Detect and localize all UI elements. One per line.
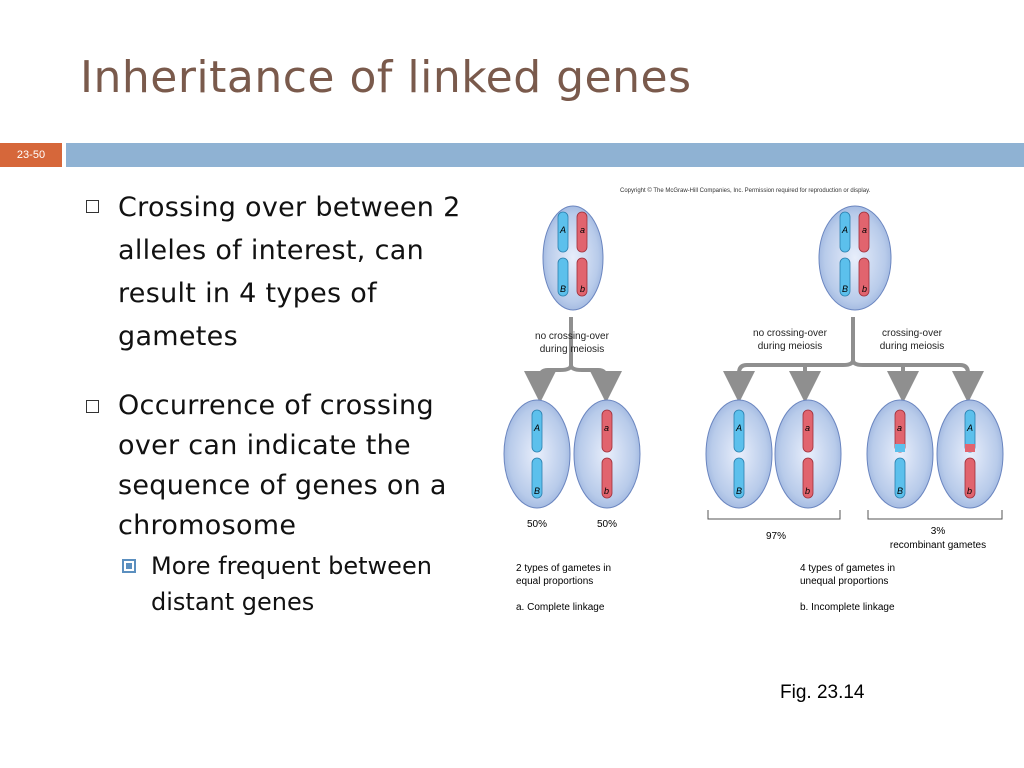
figure-caption: Fig. 23.14 [780, 682, 865, 703]
square-bullet-icon [86, 400, 99, 413]
allele-label: a [580, 225, 585, 235]
panel-caption: a. Complete linkage [516, 602, 605, 613]
parent-cell-a: A a B b [542, 205, 604, 311]
allele-label: a [604, 423, 609, 433]
linkage-figure: Copyright © The McGraw-Hill Companies, I… [503, 187, 1004, 613]
bracket-parental [707, 510, 841, 520]
bullet-text: Occurrence of crossing over can indicate… [118, 390, 447, 541]
gamete-cell: A B [705, 399, 773, 509]
square-bullet-icon [86, 200, 99, 213]
allele-label: A [735, 423, 742, 433]
allele-label: B [897, 486, 903, 496]
arrow-label: during meiosis [758, 341, 822, 352]
header-bar [66, 143, 1024, 167]
allele-label: b [862, 284, 867, 294]
arrow-label: during meiosis [540, 344, 604, 355]
filled-square-bullet-icon [122, 559, 136, 573]
chromosome-red [576, 211, 588, 253]
slide-title: Inheritance of linked genes [80, 52, 692, 103]
slide-number: 23-50 [0, 143, 62, 167]
chromosome-blue [557, 211, 569, 253]
allele-label: b [805, 486, 810, 496]
gamete-cell: A B [503, 399, 571, 509]
recombinant-label: recombinant gametes [890, 540, 986, 551]
gamete-cell: a b [573, 399, 641, 509]
bullet-item: Occurrence of crossing over can indicate… [84, 386, 494, 546]
arrow-label: during meiosis [880, 341, 944, 352]
sub-bullet-item: More frequent between distant genes [118, 548, 494, 620]
chromosome-red [576, 257, 588, 297]
panel-caption: b. Incomplete linkage [800, 602, 895, 613]
allele-label: B [560, 284, 566, 294]
percent-label: 50% [597, 519, 617, 530]
parent-cell-b: A a B b [818, 205, 892, 311]
bullet-text: Crossing over between 2 alleles of inter… [118, 192, 461, 352]
gamete-cell-recombinant: A b [936, 399, 1004, 509]
gamete-cell: a b [774, 399, 842, 509]
percent-label: 97% [766, 531, 786, 542]
allele-label: a [897, 423, 902, 433]
allele-label: b [580, 284, 585, 294]
allele-label: A [533, 423, 540, 433]
bullet-item: Crossing over between 2 alleles of inter… [84, 186, 494, 358]
allele-label: B [534, 486, 540, 496]
summary-text: 2 types of gametes in [516, 563, 611, 574]
percent-label: 3% [931, 526, 946, 537]
sub-bullet-text: More frequent between distant genes [151, 552, 432, 616]
bracket-recombinant [867, 510, 1003, 520]
arrow-a [524, 317, 622, 403]
arrow-label: no crossing-over [535, 331, 610, 342]
allele-label: A [966, 423, 973, 433]
allele-label: B [736, 486, 742, 496]
allele-label: b [604, 486, 609, 496]
allele-label: A [559, 225, 566, 235]
summary-text: 4 types of gametes in [800, 563, 895, 574]
bullet-list: Crossing over between 2 alleles of inter… [84, 186, 494, 620]
copyright-text: Copyright © The McGraw-Hill Companies, I… [620, 187, 871, 194]
percent-label: 50% [527, 519, 547, 530]
arrow-label: crossing-over [882, 328, 943, 339]
summary-text: unequal proportions [800, 576, 888, 587]
gamete-cell-recombinant: a B [866, 399, 934, 509]
summary-text: equal proportions [516, 576, 593, 587]
allele-label: a [862, 225, 867, 235]
allele-label: B [842, 284, 848, 294]
chromosome-blue [557, 257, 569, 297]
allele-label: A [841, 225, 848, 235]
allele-label: a [805, 423, 810, 433]
arrow-b [723, 317, 984, 403]
allele-label: b [967, 486, 972, 496]
arrow-label: no crossing-over [753, 328, 828, 339]
